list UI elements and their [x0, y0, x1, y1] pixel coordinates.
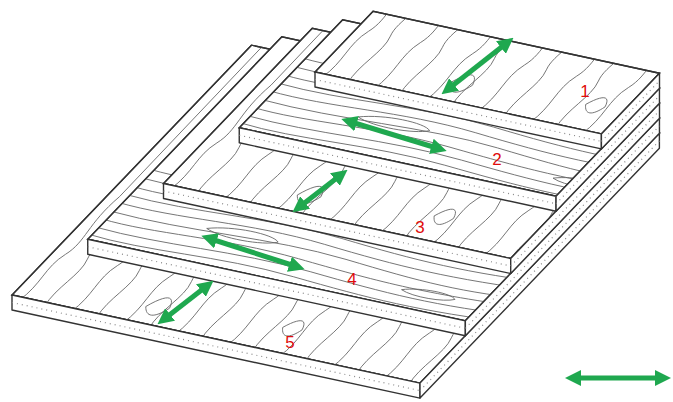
wood-layer [160, 0, 673, 274]
callout-number: 2 [492, 150, 501, 170]
callout-number: 3 [415, 218, 424, 238]
grain-arrow [208, 238, 298, 267]
wood-layer [312, 0, 673, 162]
grain-arrow [348, 121, 440, 149]
layer-side-edge [601, 73, 659, 149]
layer-front-edge [239, 128, 556, 211]
callout-number: 1 [580, 82, 589, 102]
layer-top-face [160, 0, 673, 274]
direction-arrow [572, 376, 664, 381]
layer-front-edge [88, 239, 466, 336]
grain-arrow [298, 174, 342, 208]
layer-top-face [312, 0, 673, 162]
layer-front-edge [164, 184, 511, 274]
callout-number: 4 [347, 270, 356, 290]
callout-number: 5 [285, 333, 294, 353]
grain-arrow [447, 42, 508, 90]
grain-arrow [163, 285, 208, 320]
